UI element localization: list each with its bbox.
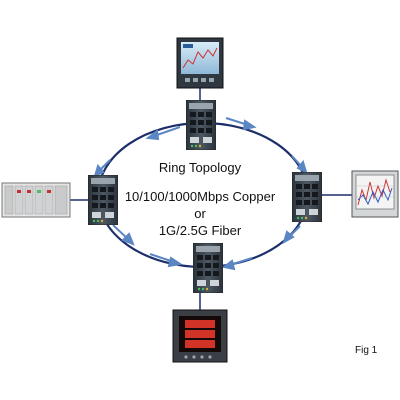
flow-arrows [93, 117, 308, 271]
figure-label: Fig 1 [355, 345, 378, 356]
ethernet-switch-icon [292, 172, 322, 222]
diagram-title: Ring Topology [158, 160, 242, 175]
ethernet-switch-icon [186, 100, 216, 150]
diagram-line-1: 10/100/1000Mbps Copper [124, 189, 276, 204]
bottom-power-meter-icon [172, 309, 228, 363]
ethernet-switch-icon [88, 175, 118, 225]
diagram-line-2: or [194, 206, 206, 221]
right-chart-recorder-icon [351, 170, 399, 218]
diagram-line-3: 1G/2.5G Fiber [158, 223, 242, 238]
left-plc-rack-icon [1, 182, 71, 218]
ethernet-switch-icon [193, 243, 223, 293]
top-monitor-hmi-icon [176, 37, 224, 89]
